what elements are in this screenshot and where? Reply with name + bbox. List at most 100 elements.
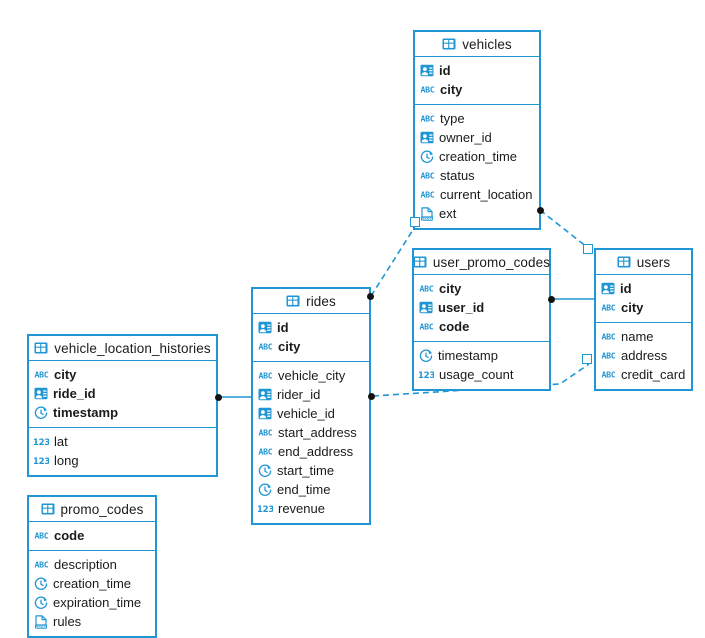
abc-icon: ABC xyxy=(258,446,273,457)
svg-text:JSON: JSON xyxy=(421,216,432,220)
column-name: current_location xyxy=(440,187,533,202)
abc-icon: ABC xyxy=(601,350,616,361)
column-row[interactable]: id xyxy=(415,61,539,80)
table-node-rides[interactable]: rides id ABC city ABC vehicle_city rider… xyxy=(251,287,371,525)
column-name: credit_card xyxy=(621,367,686,382)
primary-key-section: id ABC city xyxy=(596,275,691,323)
column-row[interactable]: JSON rules xyxy=(29,612,155,631)
svg-text:ABC: ABC xyxy=(35,531,49,541)
column-name: long xyxy=(54,453,79,468)
column-name: lat xyxy=(54,434,68,449)
column-row[interactable]: timestamp xyxy=(29,403,216,422)
column-row[interactable]: user_id xyxy=(414,298,549,317)
relationship-endpoint-diamond xyxy=(583,244,593,254)
column-row[interactable]: ABC current_location xyxy=(415,185,539,204)
table-header[interactable]: vehicle_location_histories xyxy=(29,336,216,361)
column-row[interactable]: ABC address xyxy=(596,346,691,365)
column-row[interactable]: ABC type xyxy=(415,109,539,128)
table-node-user_promo_codes[interactable]: user_promo_codes ABC city user_id ABC co… xyxy=(412,248,551,391)
column-name: rules xyxy=(53,614,82,629)
table-header[interactable]: promo_codes xyxy=(29,497,155,522)
column-row[interactable]: start_time xyxy=(253,461,369,480)
column-row[interactable]: rider_id xyxy=(253,385,369,404)
123-icon: 123 xyxy=(34,436,49,447)
table-header[interactable]: user_promo_codes xyxy=(413,250,550,275)
primary-key-section: ABC city ride_id timestamp xyxy=(29,361,216,428)
column-row[interactable]: end_time xyxy=(253,480,369,499)
column-row[interactable]: ABC description xyxy=(29,555,155,574)
column-row[interactable]: expiration_time xyxy=(29,593,155,612)
column-row[interactable]: 123 usage_count xyxy=(414,365,549,384)
column-row[interactable]: ABC code xyxy=(414,317,549,336)
svg-text:ABC: ABC xyxy=(420,284,434,294)
column-row[interactable]: ABC status xyxy=(415,166,539,185)
table-title: promo_codes xyxy=(60,501,144,517)
svg-text:ABC: ABC xyxy=(421,190,435,200)
columns-section: ABC name ABC address ABC credit_card xyxy=(596,323,691,389)
svg-text:123: 123 xyxy=(419,371,434,380)
column-row[interactable]: ABC city xyxy=(29,365,216,384)
table-node-promo_codes[interactable]: promo_codes ABC code ABC description cre… xyxy=(27,495,157,638)
column-row[interactable]: vehicle_id xyxy=(253,404,369,423)
column-row[interactable]: id xyxy=(253,318,369,337)
column-name: timestamp xyxy=(438,348,498,363)
column-row[interactable]: timestamp xyxy=(414,346,549,365)
column-row[interactable]: ABC vehicle_city xyxy=(253,366,369,385)
column-name: end_time xyxy=(277,482,331,497)
svg-text:ABC: ABC xyxy=(602,332,616,342)
column-row[interactable]: 123 long xyxy=(29,451,216,470)
primary-key-section: ABC city user_id ABC code xyxy=(414,275,549,342)
column-name: revenue xyxy=(278,501,325,516)
column-name: timestamp xyxy=(53,405,119,420)
column-name: city xyxy=(278,339,301,354)
svg-text:ABC: ABC xyxy=(35,560,49,570)
column-row[interactable]: ABC start_address xyxy=(253,423,369,442)
table-header[interactable]: users xyxy=(596,250,691,275)
column-row[interactable]: 123 lat xyxy=(29,432,216,451)
svg-text:ABC: ABC xyxy=(602,370,616,380)
column-row[interactable]: JSON ext xyxy=(415,204,539,223)
abc-icon: ABC xyxy=(419,283,434,294)
columns-section: ABC description creation_time expiration… xyxy=(29,551,155,636)
svg-text:ABC: ABC xyxy=(421,171,435,181)
column-row[interactable]: ABC city xyxy=(415,80,539,99)
relationship-line-vehicles-rides xyxy=(370,221,419,297)
column-name: description xyxy=(54,557,117,572)
column-row[interactable]: creation_time xyxy=(415,147,539,166)
column-row[interactable]: ABC city xyxy=(596,298,691,317)
relationship-endpoint-dot xyxy=(367,392,375,400)
column-name: code xyxy=(54,528,85,543)
column-row[interactable]: ABC end_address xyxy=(253,442,369,461)
column-row[interactable]: ABC name xyxy=(596,327,691,346)
json-icon: JSON xyxy=(34,614,48,629)
column-name: ride_id xyxy=(53,386,96,401)
column-row[interactable]: id xyxy=(596,279,691,298)
abc-icon: ABC xyxy=(34,559,49,570)
table-header[interactable]: rides xyxy=(253,289,369,314)
svg-text:123: 123 xyxy=(34,438,49,447)
column-row[interactable]: creation_time xyxy=(29,574,155,593)
svg-text:ABC: ABC xyxy=(259,428,273,438)
table-node-vehicle_location_histories[interactable]: vehicle_location_histories ABC city ride… xyxy=(27,334,218,477)
svg-text:ABC: ABC xyxy=(420,322,434,332)
column-row[interactable]: ABC city xyxy=(253,337,369,356)
clock-icon xyxy=(258,482,272,497)
column-row[interactable]: ABC code xyxy=(29,526,155,545)
clock-icon xyxy=(419,348,433,363)
abc-icon: ABC xyxy=(258,341,273,352)
svg-text:123: 123 xyxy=(258,505,273,514)
abc-icon: ABC xyxy=(420,84,435,95)
clock-icon xyxy=(420,149,434,164)
column-row[interactable]: ride_id xyxy=(29,384,216,403)
column-name: usage_count xyxy=(439,367,514,382)
id-card-icon xyxy=(420,131,434,144)
column-row[interactable]: 123 revenue xyxy=(253,499,369,518)
column-row[interactable]: owner_id xyxy=(415,128,539,147)
table-node-users[interactable]: users id ABC city ABC name ABC address A… xyxy=(594,248,693,391)
column-row[interactable]: ABC city xyxy=(414,279,549,298)
column-row[interactable]: ABC credit_card xyxy=(596,365,691,384)
abc-icon: ABC xyxy=(601,302,616,313)
table-node-vehicles[interactable]: vehicles id ABC city ABC type owner_id c… xyxy=(413,30,541,230)
table-header[interactable]: vehicles xyxy=(415,32,539,57)
